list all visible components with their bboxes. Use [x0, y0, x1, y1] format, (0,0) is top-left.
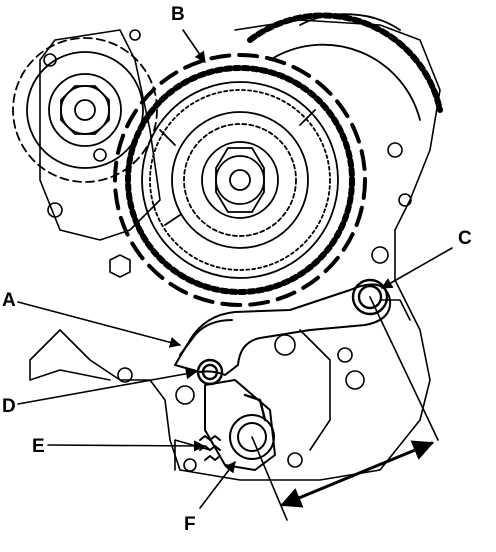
left-gear	[12, 37, 158, 183]
engine-block-outline	[29, 19, 441, 481]
top-right-gear	[247, 12, 443, 121]
tensioner-pivot-bolt	[351, 278, 389, 316]
leader-lines	[17, 29, 453, 509]
label-a: A	[2, 290, 16, 311]
label-e: E	[32, 436, 45, 457]
bolt-holes	[43, 29, 412, 472]
tensioner-arm	[174, 283, 392, 376]
measurement-guide	[251, 296, 439, 521]
label-f: F	[184, 514, 196, 535]
tensioner-spring	[199, 379, 276, 471]
crankshaft-sprocket	[113, 53, 367, 307]
label-d: D	[2, 396, 16, 417]
label-c: C	[458, 228, 472, 249]
label-b: B	[171, 4, 185, 25]
